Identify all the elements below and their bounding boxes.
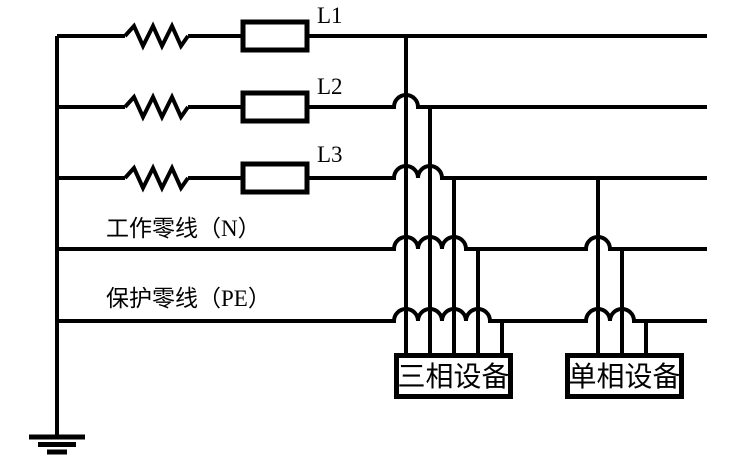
single-phase-equipment-label: 单相设备 (568, 361, 680, 393)
phase-line-l1: L1 (57, 3, 707, 53)
neutral-line-n: 工作零线（N） (57, 216, 707, 251)
resistor-zigzag-icon (123, 163, 190, 193)
phase-line-l3: L3 (57, 142, 707, 195)
single-phase-equipment-box: 单相设备 (565, 353, 684, 399)
earth-ground-icon (29, 434, 85, 455)
phase-label-l1: L1 (317, 3, 343, 28)
equipment-box-outline (394, 353, 513, 399)
pe-line-label: 保护零线（PE） (106, 286, 271, 311)
resistor-zigzag-icon (123, 92, 190, 122)
n-wire (57, 235, 707, 251)
pe-line: 保护零线（PE） (57, 286, 707, 323)
single-phase-drop-wires (596, 178, 648, 355)
neutral-line-label: 工作零线（N） (106, 216, 261, 241)
fuse-rect-icon (240, 161, 310, 195)
pe-wire (57, 307, 707, 323)
three-phase-equipment-label: 三相设备 (397, 361, 509, 393)
fuse-rect-icon (240, 90, 310, 124)
three-phase-equipment-box: 三相设备 (394, 353, 513, 399)
phase-label-l3: L3 (317, 142, 343, 167)
resistor-zigzag-icon (123, 21, 190, 51)
l3-wire (57, 164, 707, 180)
fuse-rect-icon (240, 19, 310, 53)
phase-label-l2: L2 (317, 74, 343, 99)
equipment-box-outline (565, 353, 684, 399)
three-phase-drop-wires (404, 36, 504, 355)
phase-line-l2: L2 (57, 74, 707, 124)
